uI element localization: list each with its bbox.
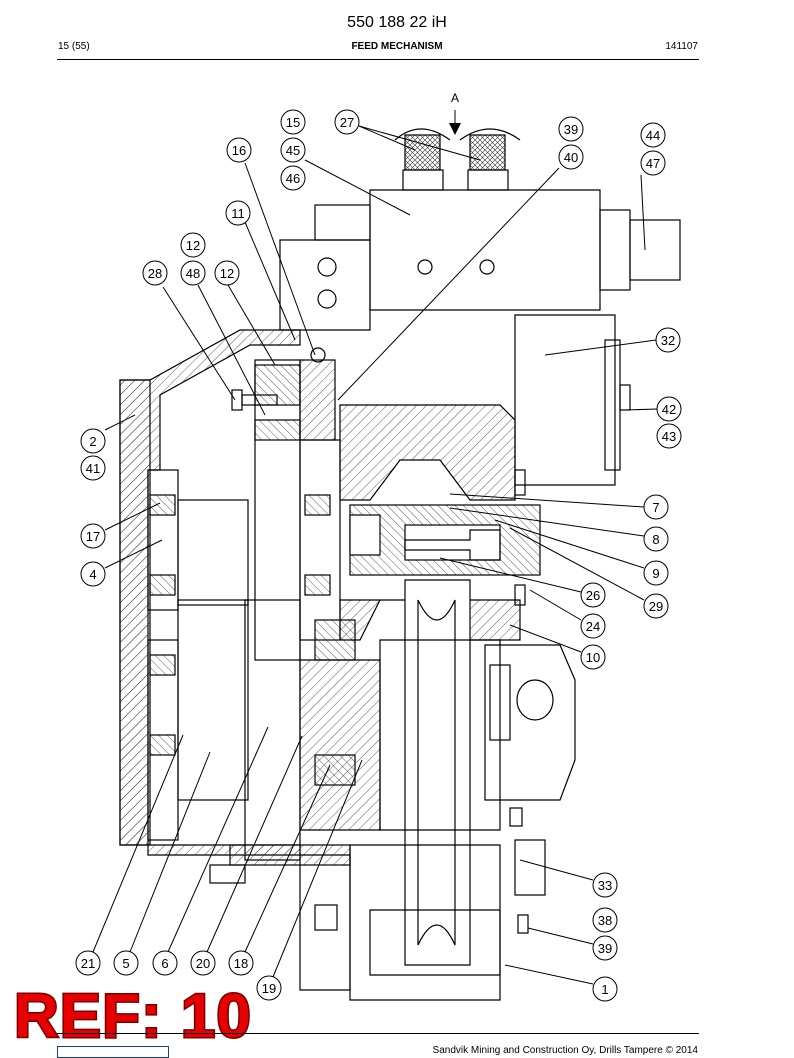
callout-27: 29 [643, 593, 669, 619]
callout-26: 28 [142, 260, 168, 286]
callout-42: 42 [656, 396, 682, 422]
svg-text:1: 1 [601, 982, 608, 997]
svg-text:39: 39 [564, 122, 578, 137]
callout-5: 5 [113, 950, 139, 976]
callout-8: 8 [643, 526, 669, 552]
callout-16: 16 [226, 137, 252, 163]
svg-text:33: 33 [598, 878, 612, 893]
callout-4: 4 [80, 561, 106, 587]
callout-17: 17 [80, 523, 106, 549]
callout-39: 39 [558, 116, 584, 142]
callout-10: 10 [580, 644, 606, 670]
svg-text:44: 44 [646, 128, 660, 143]
date-code: 141107 [665, 41, 698, 52]
document-number: 550 188 22 iH [347, 14, 447, 31]
callout-41: 41 [80, 455, 106, 481]
header-rule [57, 59, 699, 60]
callout-33: 27 [334, 109, 360, 135]
svg-text:26: 26 [586, 588, 600, 603]
svg-text:16: 16 [232, 143, 246, 158]
svg-text:24: 24 [586, 619, 600, 634]
callout-44: 44 [640, 122, 666, 148]
svg-text:20: 20 [196, 956, 210, 971]
svg-text:12: 12 [186, 238, 200, 253]
callout-24: 24 [580, 613, 606, 639]
view-marker-label: A [451, 91, 459, 105]
callout-6: 6 [152, 950, 178, 976]
svg-text:17: 17 [86, 529, 100, 544]
svg-text:41: 41 [86, 461, 100, 476]
ref-stamp: REF: 10 [13, 982, 253, 1051]
svg-text:28: 28 [148, 266, 162, 281]
svg-text:40: 40 [564, 150, 578, 165]
svg-text:10: 10 [586, 650, 600, 665]
svg-text:2: 2 [89, 434, 96, 449]
callout-37: 38 [592, 907, 618, 933]
callout-1: 1 [592, 976, 618, 1002]
svg-text:46: 46 [286, 171, 300, 186]
svg-text:48: 48 [186, 266, 200, 281]
svg-text:12: 12 [220, 266, 234, 281]
housing-outline [119, 128, 681, 1001]
svg-text:32: 32 [661, 333, 675, 348]
footer-rule [57, 1033, 699, 1034]
svg-text:42: 42 [662, 402, 676, 417]
svg-text:19: 19 [262, 981, 276, 996]
callout-46: 46 [280, 165, 306, 191]
callout-9: 9 [643, 560, 669, 586]
callout-43: 43 [656, 423, 682, 449]
svg-text:15: 15 [286, 115, 300, 130]
svg-text:29: 29 [649, 599, 663, 614]
svg-text:18: 18 [234, 956, 248, 971]
svg-text:8: 8 [652, 532, 659, 547]
callout-12-lower: 12 [214, 260, 240, 286]
svg-text:6: 6 [161, 956, 168, 971]
callout-28: 32 [655, 327, 681, 353]
sandvik-logo [57, 1046, 169, 1058]
svg-text:9: 9 [652, 566, 659, 581]
svg-text:38: 38 [598, 913, 612, 928]
view-arrow-icon [449, 123, 461, 135]
callout-15: 15 [280, 109, 306, 135]
svg-text:43: 43 [662, 429, 676, 444]
page-number: 15 (55) [58, 41, 90, 52]
footer-copyright: Sandvik Mining and Construction Oy, Dril… [432, 1045, 698, 1056]
callout-20: 20 [190, 950, 216, 976]
callout-19: 19 [256, 975, 282, 1001]
svg-text:27: 27 [340, 115, 354, 130]
svg-text:4: 4 [89, 567, 96, 582]
callout-12-upper: 12 [180, 232, 206, 258]
svg-text:39: 39 [598, 941, 612, 956]
section-title: FEED MECHANISM [351, 41, 443, 52]
callout-7: 7 [643, 494, 669, 520]
callout-40: 40 [558, 144, 584, 170]
svg-text:5: 5 [122, 956, 129, 971]
svg-text:7: 7 [652, 500, 659, 515]
callout-29: 33 [592, 872, 618, 898]
svg-text:47: 47 [646, 156, 660, 171]
leader-lines [92, 125, 658, 985]
callout-balloons: 15 27 39 44 16 45 40 47 46 11 12 28 48 1… [75, 109, 682, 1002]
svg-text:21: 21 [81, 956, 95, 971]
callout-18: 18 [228, 950, 254, 976]
svg-text:11: 11 [231, 206, 245, 221]
callout-38: 39 [592, 935, 618, 961]
callout-21: 21 [75, 950, 101, 976]
callout-47: 47 [640, 150, 666, 176]
callout-2: 2 [80, 428, 106, 454]
callout-11: 11 [225, 200, 251, 226]
callout-48: 48 [180, 260, 206, 286]
callout-45: 45 [280, 137, 306, 163]
svg-text:45: 45 [286, 143, 300, 158]
callout-32: 26 [580, 582, 606, 608]
